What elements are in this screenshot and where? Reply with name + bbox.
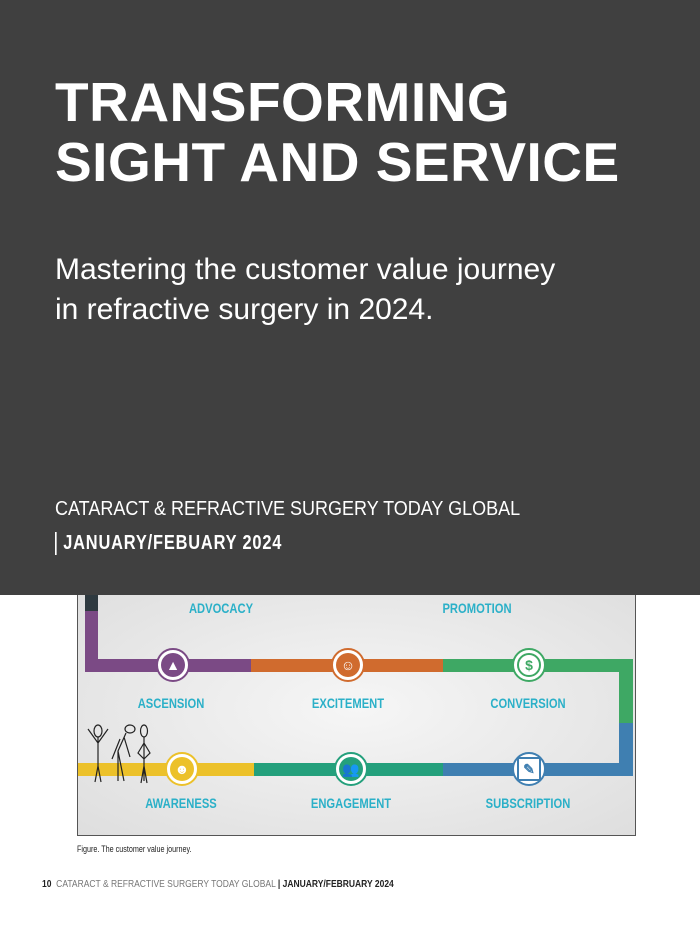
track-purple-vertical xyxy=(85,611,98,672)
page-number: 10 xyxy=(42,879,52,890)
footer-publication: CATARACT & REFRACTIVE SURGERY TODAY GLOB… xyxy=(56,879,276,890)
stage-excitement: EXCITEMENT xyxy=(311,695,385,711)
stick-figures-illustration xyxy=(87,724,151,784)
issue-date: JANUARY/FEBUARY 2024 xyxy=(55,532,282,555)
people-chat-icon: 👥 xyxy=(334,752,368,786)
stage-advocacy: ADVOCACY xyxy=(188,600,254,616)
subtitle-line: in refractive surgery in 2024. xyxy=(55,293,434,326)
stage-subscription: SUBSCRIPTION xyxy=(485,795,571,811)
smiley-icon: ☺ xyxy=(331,648,365,682)
subtitle: Mastering the customer value journey in r… xyxy=(55,250,555,330)
footer-issue: | JANUARY/FEBRUARY 2024 xyxy=(277,879,394,890)
track-green-vertical xyxy=(619,659,633,723)
page-footer: 10 CATARACT & REFRACTIVE SURGERY TODAY G… xyxy=(42,879,394,890)
title-line: TRANSFORMING xyxy=(55,71,511,133)
stage-promotion: PROMOTION xyxy=(442,600,512,616)
stage-engagement: ENGAGEMENT xyxy=(310,795,392,811)
stage-ascension: ASCENSION xyxy=(137,695,205,711)
title-line: SIGHT AND SERVICE xyxy=(55,131,620,193)
customer-journey-figure: ▲ ☺ $ ☻ 👥 ✎ ADVOCACY PROMOTION ASCENSION… xyxy=(77,580,636,836)
stage-awareness: AWARENESS xyxy=(145,795,217,811)
publication-name: CATARACT & REFRACTIVE SURGERY TODAY GLOB… xyxy=(55,498,521,520)
subtitle-line: Mastering the customer value journey xyxy=(55,253,556,286)
head-idea-icon: ☻ xyxy=(165,752,199,786)
dollar-cycle-icon: $ xyxy=(512,648,546,682)
stage-conversion: CONVERSION xyxy=(490,695,566,711)
track-blue-vertical xyxy=(619,723,633,776)
figure-caption: Figure. The customer value journey. xyxy=(77,844,192,854)
edit-icon: ✎ xyxy=(512,752,546,786)
mountains-icon: ▲ xyxy=(156,648,190,682)
